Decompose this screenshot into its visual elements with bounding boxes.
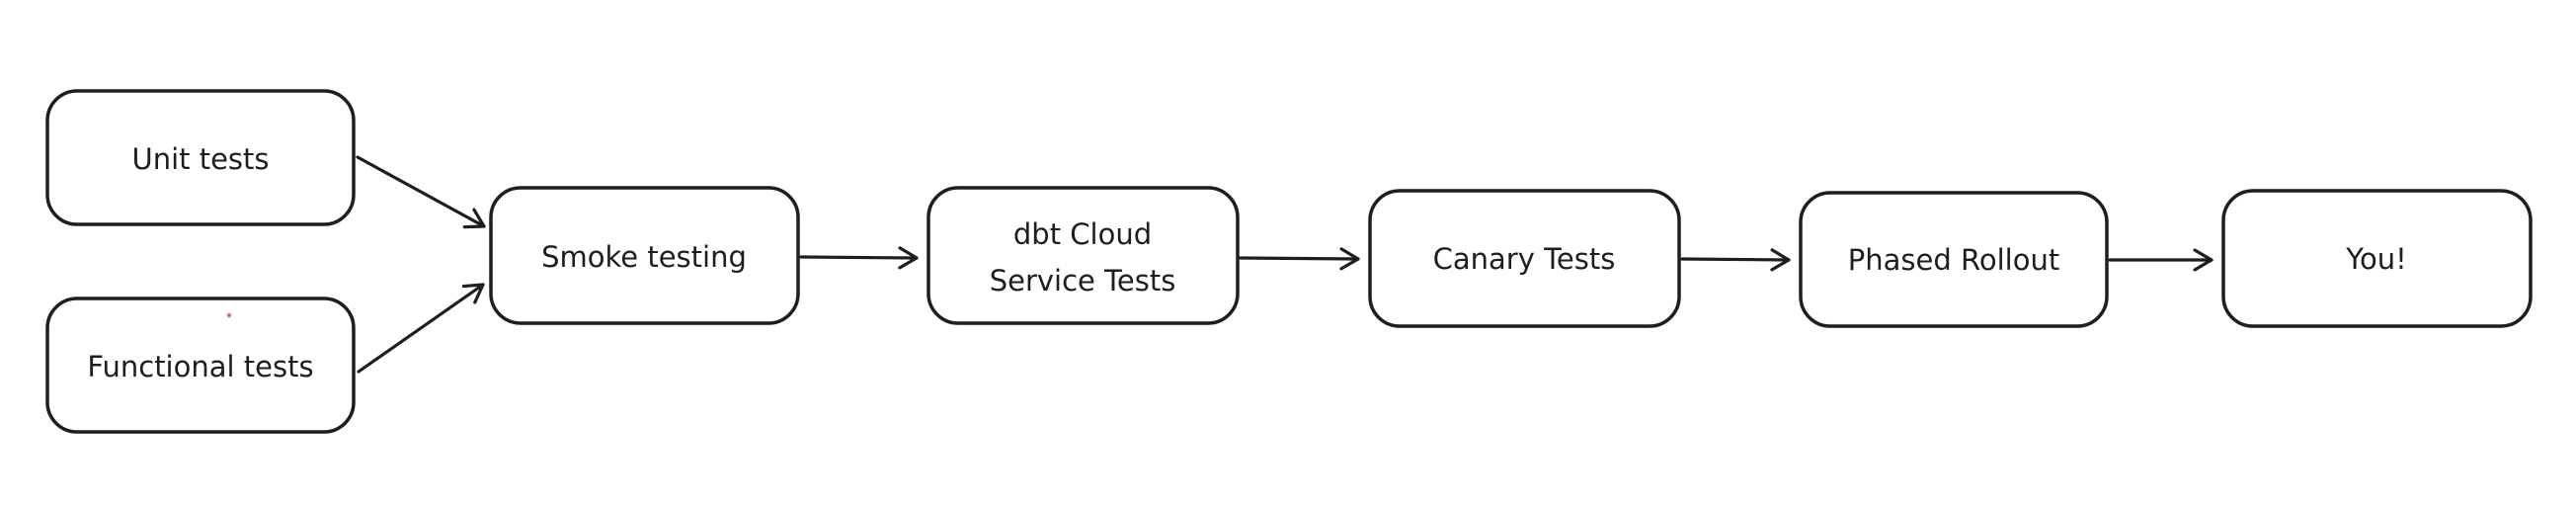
node-phased-rollout: Phased Rollout xyxy=(1799,191,2109,328)
node-dbt-cloud-service-tests-label-line2: Service Tests xyxy=(990,264,1176,298)
node-unit-tests: Unit tests xyxy=(45,89,356,226)
arrow-dbt-cloud-to-canary-tests xyxy=(1239,247,1360,271)
node-smoke-testing-box xyxy=(489,186,800,325)
node-functional-tests: Functional tests xyxy=(45,297,356,434)
node-unit-tests-label: Unit tests xyxy=(131,142,269,176)
node-smoke-testing: Smoke testing xyxy=(489,186,800,325)
node-you: You! xyxy=(2221,189,2533,328)
node-canary-tests: Canary Tests xyxy=(1368,189,1681,328)
node-functional-tests-label: Functional tests xyxy=(87,350,313,383)
arrow-unit-tests-to-smoke-testing xyxy=(356,155,486,229)
node-phased-rollout-label: Phased Rollout xyxy=(1848,243,2059,277)
arrow-canary-tests-to-phased-rollout xyxy=(1680,248,1791,272)
node-smoke-testing-label: Smoke testing xyxy=(541,240,747,274)
node-you-label: You! xyxy=(2345,242,2407,276)
arrow-smoke-testing-to-dbt-cloud xyxy=(799,246,919,270)
stray-dot-artifact xyxy=(226,312,232,318)
node-dbt-cloud-service-tests: dbt Cloud Service Tests xyxy=(926,186,1240,325)
edges xyxy=(356,155,2214,374)
node-you-box xyxy=(2221,189,2533,328)
node-dbt-cloud-service-tests-label-line1: dbt Cloud xyxy=(1013,217,1152,251)
node-functional-tests-box xyxy=(45,297,356,434)
node-unit-tests-box xyxy=(45,89,356,226)
node-canary-tests-label: Canary Tests xyxy=(1433,242,1616,276)
node-dbt-cloud-service-tests-box xyxy=(926,186,1240,325)
node-phased-rollout-box xyxy=(1799,191,2109,328)
arrow-functional-tests-to-smoke-testing xyxy=(357,283,485,374)
node-canary-tests-box xyxy=(1368,189,1681,328)
